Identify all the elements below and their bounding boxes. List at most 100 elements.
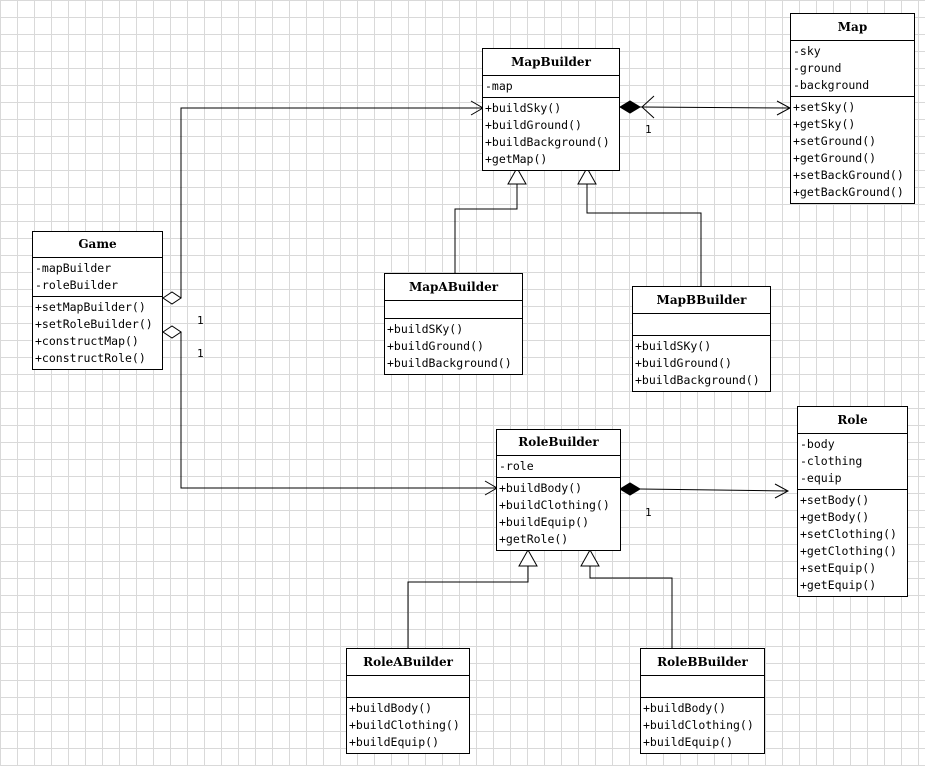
generalization-roleabuilder-triangle <box>518 548 538 567</box>
class-map-a-builder-attributes <box>385 301 522 319</box>
class-role-attribute: -clothing <box>800 454 863 468</box>
class-game-operation: +constructMap() <box>35 334 139 348</box>
composition-mapbuilder-map-diamond <box>619 100 641 114</box>
multiplicity-game-mapbuilder: 1 <box>197 314 204 327</box>
class-game-operations: +setMapBuilder() +setRoleBuilder() +cons… <box>33 297 162 369</box>
class-game-operation: +setRoleBuilder() <box>35 317 153 331</box>
generalization-mapabuilder-line <box>454 184 518 273</box>
class-role-a-builder-operations: +buildBody() +buildClothing() +buildEqui… <box>347 698 469 753</box>
class-map-a-builder[interactable]: MapABuilder +buildSKy() +buildGround() +… <box>384 273 523 375</box>
composition-rolebuilder-role-diamond <box>619 482 641 496</box>
class-game-name: Game <box>33 232 162 258</box>
class-map-b-builder-operation: +buildSKy() <box>635 339 712 353</box>
multiplicity-game-rolebuilder: 1 <box>197 347 204 360</box>
class-role-builder[interactable]: RoleBuilder -role +buildBody() +buildClo… <box>496 429 621 551</box>
class-role-b-builder-operation: +buildBody() <box>643 701 727 715</box>
composition-rolebuilder-role-arrowhead <box>774 483 790 499</box>
composition-rolebuilder-role-line <box>639 488 789 492</box>
class-role-attribute: -body <box>800 437 835 451</box>
class-role-builder-operation: +buildClothing() <box>499 498 610 512</box>
class-role-a-builder-operation: +buildEquip() <box>349 735 440 749</box>
class-map-b-builder-name: MapBBuilder <box>633 287 770 314</box>
class-game[interactable]: Game -mapBuilder -roleBuilder +setMapBui… <box>32 231 163 370</box>
class-role-a-builder-operation: +buildClothing() <box>349 718 460 732</box>
class-map-builder-operation: +buildGround() <box>485 118 582 132</box>
generalization-mapabuilder-triangle <box>507 166 527 185</box>
class-map-attribute: -sky <box>793 44 821 58</box>
class-map-a-builder-operation: +buildBackground() <box>387 356 512 370</box>
class-map-name: Map <box>791 14 914 41</box>
class-role-a-builder-attributes <box>347 676 469 698</box>
generalization-mapbbuilder-line <box>586 184 702 287</box>
class-role-builder-operation: +buildEquip() <box>499 515 590 529</box>
class-map[interactable]: Map -sky -ground -background +setSky() +… <box>790 13 915 204</box>
aggregation-game-rolebuilder-diamond <box>162 325 182 339</box>
class-role-a-builder[interactable]: RoleABuilder +buildBody() +buildClothing… <box>346 648 470 754</box>
class-role-attributes: -body -clothing -equip <box>798 434 907 490</box>
class-map-builder-attributes: -map <box>483 76 619 98</box>
class-role-builder-operations: +buildBody() +buildClothing() +buildEqui… <box>497 478 620 550</box>
class-map-a-builder-operation: +buildSKy() <box>387 322 464 336</box>
class-map-operation: +setBackGround() <box>793 168 904 182</box>
class-role-b-builder-operation: +buildClothing() <box>643 718 754 732</box>
class-role-a-builder-name: RoleABuilder <box>347 649 469 676</box>
class-role-b-builder-attributes <box>641 676 764 698</box>
multiplicity-mapbuilder-map: 1 <box>645 123 652 136</box>
class-role-builder-operation: +buildBody() <box>499 481 583 495</box>
generalization-rolebbuilder-line <box>589 566 673 648</box>
class-map-builder-operations: +buildSky() +buildGround() +buildBackgro… <box>483 98 619 170</box>
generalization-rolebbuilder-triangle <box>580 548 600 567</box>
class-map-operation: +getBackGround() <box>793 185 904 199</box>
class-role-operation: +setEquip() <box>800 561 877 575</box>
generalization-mapbbuilder-triangle <box>577 166 597 185</box>
class-map-operation: +getGround() <box>793 151 877 165</box>
generalization-roleabuilder-line <box>407 566 529 648</box>
composition-mapbuilder-map-line <box>639 106 791 109</box>
class-role-b-builder[interactable]: RoleBBuilder +buildBody() +buildClothing… <box>640 648 765 754</box>
class-role-builder-attribute: -role <box>499 459 534 473</box>
class-role-builder-attributes: -role <box>497 456 620 478</box>
class-map-attribute: -background <box>793 78 870 92</box>
class-map-b-builder-operations: +buildSKy() +buildGround() +buildBackgro… <box>633 336 770 391</box>
class-role-operation: +setBody() <box>800 493 870 507</box>
class-map-b-builder[interactable]: MapBBuilder +buildSKy() +buildGround() +… <box>632 286 771 392</box>
class-role-b-builder-operations: +buildBody() +buildClothing() +buildEqui… <box>641 698 764 753</box>
class-game-attribute: -mapBuilder <box>35 261 112 275</box>
class-map-a-builder-name: MapABuilder <box>385 274 522 301</box>
class-map-attribute: -ground <box>793 61 842 75</box>
class-role-b-builder-name: RoleBBuilder <box>641 649 764 676</box>
class-role-operation: +getClothing() <box>800 544 897 558</box>
class-role-operation: +getBody() <box>800 510 870 524</box>
class-role-operations: +setBody() +getBody() +setClothing() +ge… <box>798 490 907 596</box>
class-game-operation: +setMapBuilder() <box>35 300 146 314</box>
class-map-a-builder-operations: +buildSKy() +buildGround() +buildBackgro… <box>385 319 522 374</box>
class-role-builder-name: RoleBuilder <box>497 430 620 456</box>
class-map-builder-attribute: -map <box>485 79 513 93</box>
class-role-name: Role <box>798 407 907 434</box>
class-role-operation: +setClothing() <box>800 527 897 541</box>
class-game-attribute: -roleBuilder <box>35 278 119 292</box>
class-map-builder-operation: +buildBackground() <box>485 135 610 149</box>
class-map-builder-operation: +buildSky() <box>485 101 562 115</box>
multiplicity-rolebuilder-role: 1 <box>645 506 652 519</box>
class-role-attribute: -equip <box>800 471 842 485</box>
composition-mapbuilder-map-tail <box>641 95 655 119</box>
class-map-builder[interactable]: MapBuilder -map +buildSky() +buildGround… <box>482 48 620 171</box>
class-map-builder-name: MapBuilder <box>483 49 619 76</box>
aggregation-game-mapbuilder-diamond <box>162 291 182 305</box>
class-game-operation: +constructRole() <box>35 351 146 365</box>
class-map-attributes: -sky -ground -background <box>791 41 914 97</box>
class-role-b-builder-operation: +buildEquip() <box>643 735 734 749</box>
class-map-a-builder-operation: +buildGround() <box>387 339 484 353</box>
class-map-operation: +setGround() <box>793 134 877 148</box>
class-map-operations: +setSky() +getSky() +setGround() +getGro… <box>791 97 914 203</box>
aggregation-game-mapbuilder-line <box>180 107 483 298</box>
class-map-operation: +setSky() <box>793 100 856 114</box>
class-game-attributes: -mapBuilder -roleBuilder <box>33 258 162 297</box>
class-role[interactable]: Role -body -clothing -equip +setBody() +… <box>797 406 908 597</box>
class-map-operation: +getSky() <box>793 117 856 131</box>
class-map-builder-operation: +getMap() <box>485 152 548 166</box>
class-role-operation: +getEquip() <box>800 578 877 592</box>
class-role-builder-operation: +getRole() <box>499 532 569 546</box>
